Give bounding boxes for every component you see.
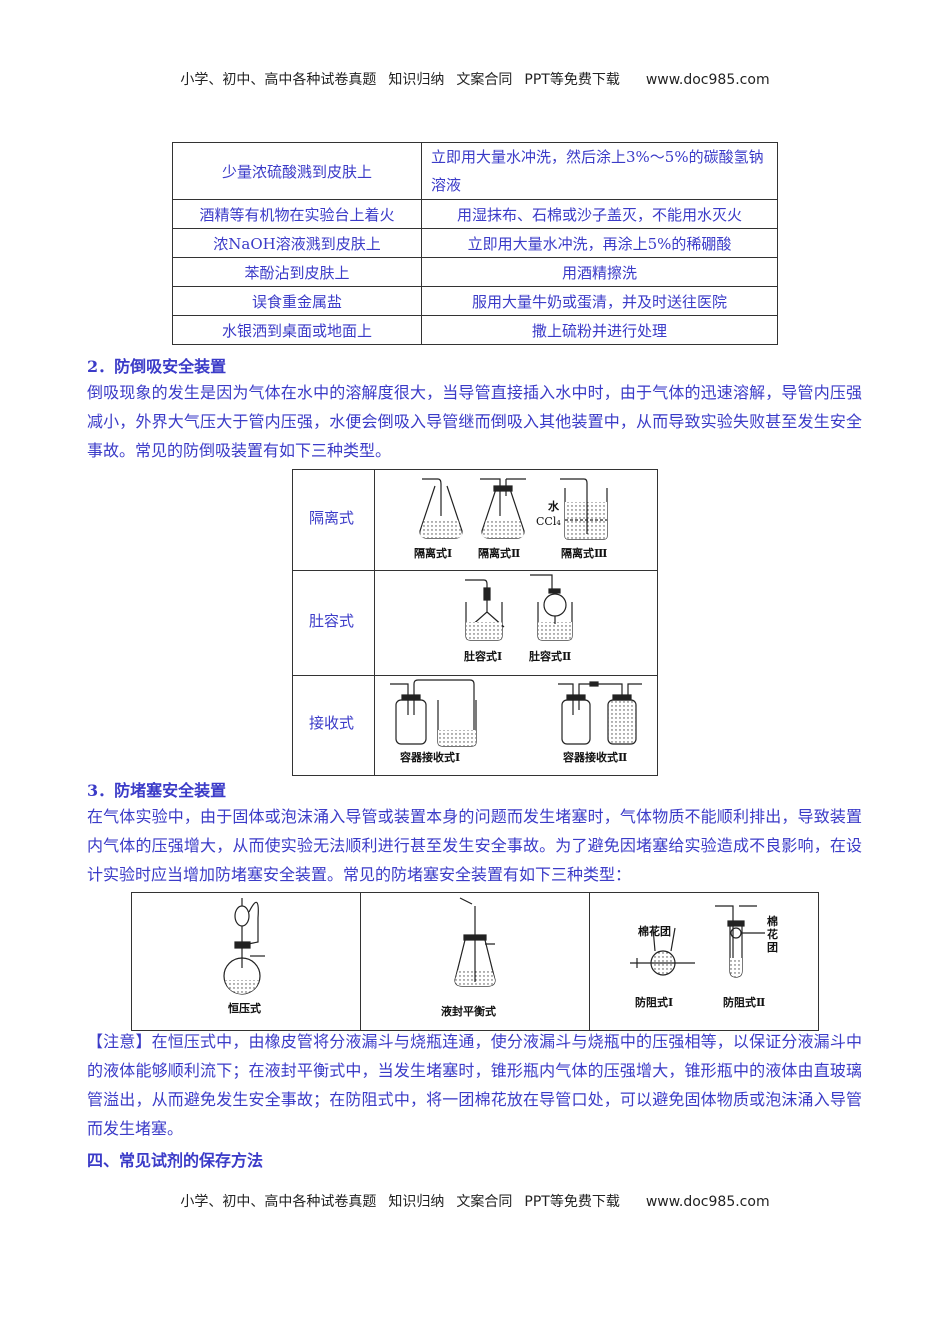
annotation: 水 xyxy=(548,500,559,513)
figure-caption: 容器接收式Ⅰ xyxy=(400,751,461,764)
situation-cell: 酒精等有机物在实验台上着火 xyxy=(172,199,422,229)
figure-caption: 肚容式Ⅰ xyxy=(464,650,503,663)
accident-treatment-table: 少量浓硫酸溅到皮肤上立即用大量水冲洗，然后涂上3%～5%的碳酸氢钠溶液 酒精等有… xyxy=(172,142,778,345)
footer-text: 知识归纳 xyxy=(388,1194,445,1210)
treatment-cell: 立即用大量水冲洗，再涂上5%的稀硼酸 xyxy=(421,228,778,258)
note-paragraph: 【注意】在恒压式中，由橡皮管将分液漏斗与烧瓶连通，使分液漏斗与烧瓶中的压强相等，… xyxy=(87,1027,862,1143)
table-row: 浓NaOH溶液溅到皮肤上立即用大量水冲洗，再涂上5%的稀硼酸 xyxy=(172,228,778,258)
footer-site-link[interactable]: www.doc985.com xyxy=(645,1194,770,1210)
bulb-apparatus-illustration xyxy=(465,574,573,641)
situation-cell: 浓NaOH溶液溅到皮肤上 xyxy=(172,228,422,258)
situation-cell: 误食重金属盐 xyxy=(172,286,422,316)
treatment-cell: 撒上硫粉并进行处理 xyxy=(421,315,778,345)
section-heading: 四、常见试剂的保存方法 xyxy=(87,1151,264,1170)
figure-caption: 防阻式Ⅰ xyxy=(635,996,674,1009)
figure-caption: 液封平衡式 xyxy=(441,1005,496,1018)
liquid-seal-apparatus-illustration xyxy=(454,897,496,987)
page-header: 小学、初中、高中各种试卷真题知识归纳文案合同 PPT等免费下载 www.doc985… xyxy=(0,69,950,89)
figure-caption: 恒压式 xyxy=(228,1002,261,1015)
section-heading: 3．防堵塞安全装置 xyxy=(87,781,227,800)
row-label: 接收式 xyxy=(309,714,355,732)
treatment-cell: 服用大量牛奶或蛋清，并及时送往医院 xyxy=(421,286,778,316)
annotation: 棉花团 xyxy=(638,925,671,938)
footer-text: PPT等免费下载 xyxy=(524,1194,620,1210)
note-text: 在恒压式中，由橡皮管将分液漏斗与烧瓶连通，使分液漏斗与烧瓶中的压强相等，以保证分… xyxy=(87,1032,862,1138)
row-label: 隔离式 xyxy=(309,509,355,527)
isolation-apparatus-illustration xyxy=(419,478,608,540)
figure-caption: 隔离式Ⅰ xyxy=(414,547,453,560)
footer-text: 文案合同 xyxy=(456,1194,513,1210)
situation-cell: 少量浓硫酸溅到皮肤上 xyxy=(172,142,422,200)
constant-pressure-apparatus-illustration xyxy=(223,898,265,995)
figure-caption: 隔离式Ⅱ xyxy=(478,547,521,560)
section-heading: 2．防倒吸安全装置 xyxy=(87,357,227,376)
situation-cell: 苯酚沾到皮肤上 xyxy=(172,257,422,287)
header-text: PPT等免费下载 xyxy=(524,72,620,88)
table-row: 酒精等有机物在实验台上着火用湿抹布、石棉或沙子盖灭，不能用水灭火 xyxy=(172,199,778,229)
treatment-cell: 用酒精擦洗 xyxy=(421,257,778,287)
page-footer: 小学、初中、高中各种试卷真题知识归纳文案合同 PPT等免费下载 www.doc985… xyxy=(0,1191,950,1211)
header-text: 小学、初中、高中各种试卷真题 xyxy=(180,72,377,88)
table-row: 误食重金属盐服用大量牛奶或蛋清，并及时送往医院 xyxy=(172,286,778,316)
blocking-apparatus-illustration xyxy=(630,905,765,978)
header-text: 文案合同 xyxy=(456,72,513,88)
situation-cell: 水银洒到桌面或地面上 xyxy=(172,315,422,345)
annotation: CCl₄ xyxy=(536,515,561,528)
section-paragraph: 在气体实验中，由于固体或泡沫涌入导管或装置本身的问题而发生堵塞时，气体物质不能顺… xyxy=(87,807,862,884)
annotation: 棉花团 xyxy=(767,915,778,954)
header-text: 知识归纳 xyxy=(388,72,445,88)
section-paragraph: 倒吸现象的发生是因为气体在水中的溶解度很大，当导管直接插入水中时，由于气体的迅速… xyxy=(87,383,862,460)
row-label: 肚容式 xyxy=(309,612,355,630)
treatment-cell: 用湿抹布、石棉或沙子盖灭，不能用水灭火 xyxy=(421,199,778,229)
table-row: 苯酚沾到皮肤上用酒精擦洗 xyxy=(172,257,778,287)
figure-caption: 隔离式Ⅲ xyxy=(561,547,608,560)
figure-caption: 容器接收式Ⅱ xyxy=(563,751,628,764)
header-site-link[interactable]: www.doc985.com xyxy=(645,72,770,88)
table-row: 水银洒到桌面或地面上撒上硫粉并进行处理 xyxy=(172,315,778,345)
figure-caption: 防阻式Ⅱ xyxy=(723,996,766,1009)
figure-caption: 肚容式Ⅱ xyxy=(529,650,572,663)
receiver-apparatus-illustration xyxy=(390,679,642,747)
footer-text: 小学、初中、高中各种试卷真题 xyxy=(180,1194,377,1210)
note-tag: 【注意】 xyxy=(87,1032,152,1051)
treatment-cell: 立即用大量水冲洗，然后涂上3%～5%的碳酸氢钠溶液 xyxy=(421,142,778,200)
table-row: 少量浓硫酸溅到皮肤上立即用大量水冲洗，然后涂上3%～5%的碳酸氢钠溶液 xyxy=(172,142,778,200)
